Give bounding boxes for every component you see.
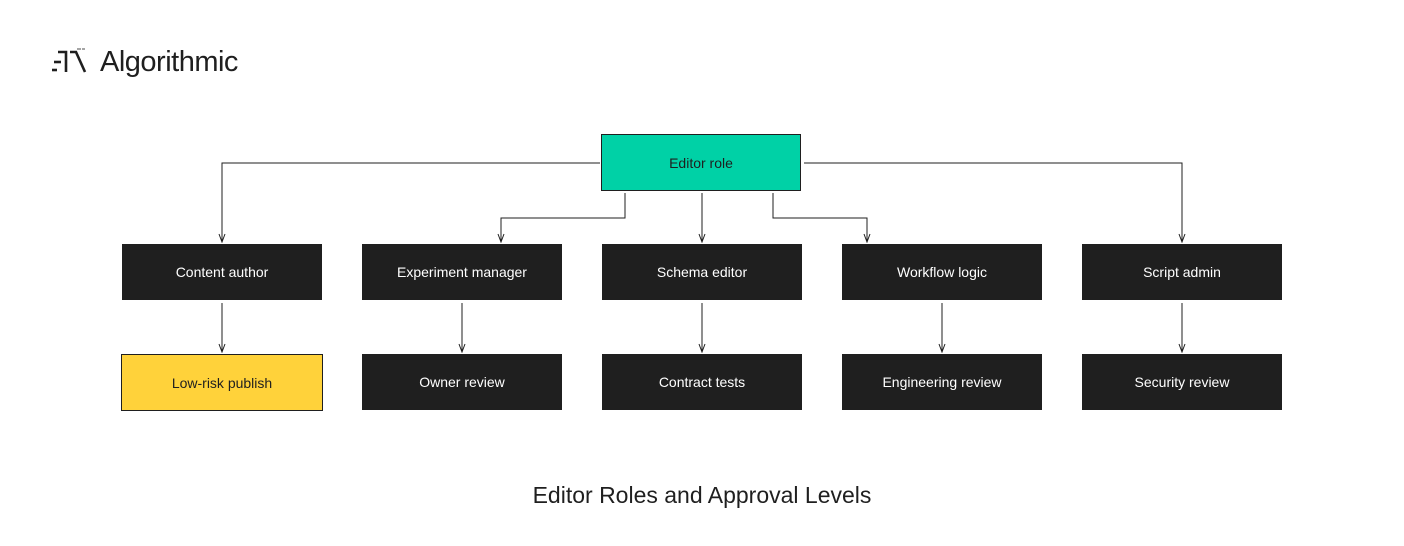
root-node-editor-role: Editor role xyxy=(601,134,801,191)
role-node-experiment-manager: Experiment manager xyxy=(362,244,562,300)
approval-node-engineering-review: Engineering review xyxy=(842,354,1042,410)
connector-root-to-script-admin xyxy=(804,162,1182,242)
connector-root-to-experiment-manager xyxy=(501,193,626,242)
connector-root-to-workflow-logic xyxy=(772,193,867,242)
role-node-content-author: Content author xyxy=(122,244,322,300)
role-node-workflow-logic: Workflow logic xyxy=(842,244,1042,300)
diagram-caption: Editor Roles and Approval Levels xyxy=(532,482,872,508)
approval-node-contract-tests: Contract tests xyxy=(602,354,802,410)
role-node-script-admin: Script admin xyxy=(1082,244,1282,300)
approval-node-security-review: Security review xyxy=(1082,354,1282,410)
approval-node-owner-review: Owner review xyxy=(362,354,562,410)
algorithmic-logo-icon xyxy=(52,48,87,73)
brand-logo: Algorithmic xyxy=(52,46,238,78)
approval-node-low-risk-publish: Low-risk publish xyxy=(121,354,323,411)
brand-name: Algorithmic xyxy=(100,46,238,78)
connector-root-to-content-author xyxy=(222,162,600,242)
role-node-schema-editor: Schema editor xyxy=(602,244,802,300)
